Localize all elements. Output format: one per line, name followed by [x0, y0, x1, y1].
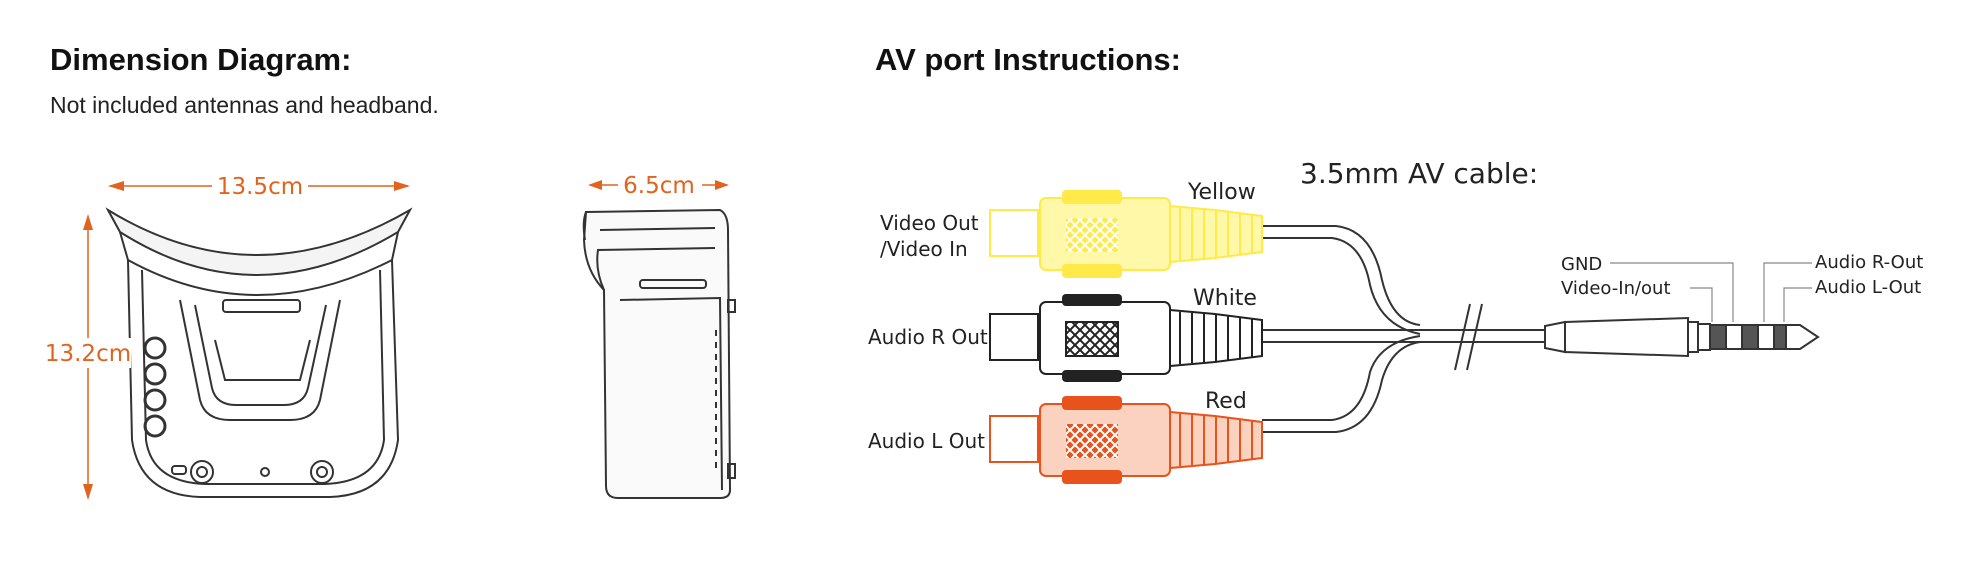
- dimension-diagram-title: Dimension Diagram:: [50, 42, 352, 77]
- audio-r-out-label: Audio R Out: [868, 325, 988, 349]
- white-label: White: [1193, 286, 1257, 311]
- video-out-label: Video Out: [880, 211, 979, 235]
- width-dimension: 13.5cm: [108, 172, 410, 200]
- plug-leader-lines: [1610, 262, 1812, 322]
- goggles-front-view: [105, 207, 413, 498]
- depth-dimension: 6.5cm: [588, 171, 729, 199]
- 3-5mm-plug: [1544, 316, 1820, 358]
- depth-label: 6.5cm: [623, 173, 695, 199]
- goggles-side-view: [582, 208, 736, 499]
- red-label: Red: [1205, 389, 1247, 414]
- video-in-out-label: Video-In/out: [1561, 278, 1671, 299]
- av-port-title: AV port Instructions:: [875, 42, 1181, 77]
- audio-l-out-label: Audio L Out: [868, 429, 985, 453]
- audio-r-out-plug-label: Audio R-Out: [1815, 252, 1923, 273]
- red-rca-connector: [989, 396, 1263, 484]
- audio-l-out-plug-label: Audio L-Out: [1815, 277, 1921, 298]
- height-label: 13.2cm: [45, 341, 131, 367]
- cable-title: 3.5mm AV cable:: [1300, 157, 1538, 190]
- cable-wires: [1262, 225, 1545, 433]
- height-dimension: 13.2cm: [45, 214, 131, 500]
- white-rca-connector: [989, 294, 1263, 382]
- yellow-label: Yellow: [1187, 180, 1256, 205]
- width-label: 13.5cm: [217, 174, 303, 200]
- gnd-label: GND: [1561, 254, 1602, 275]
- yellow-rca-connector: [989, 190, 1263, 278]
- video-in-label: /Video In: [880, 237, 968, 261]
- dimension-note: Not included antennas and headband.: [50, 92, 439, 118]
